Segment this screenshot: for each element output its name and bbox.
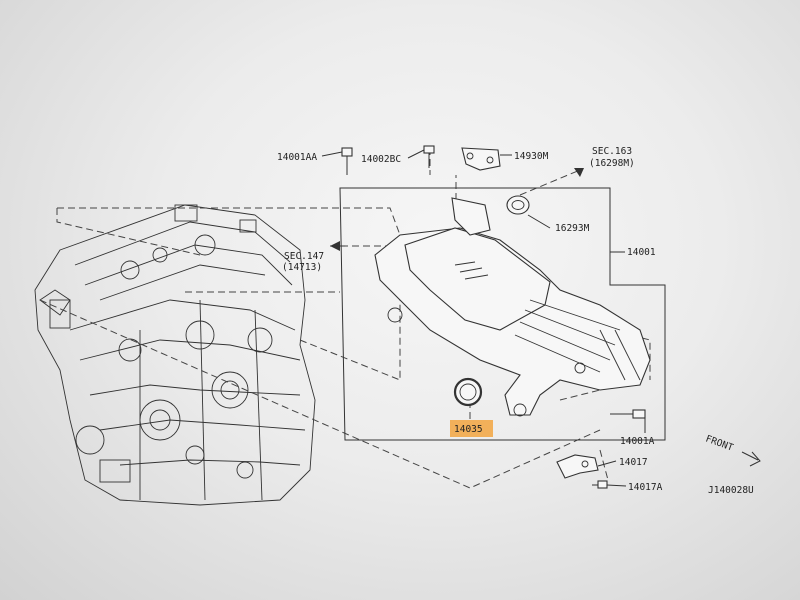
label-14035: 14035 bbox=[454, 424, 483, 435]
part-14035-gasket bbox=[453, 377, 483, 407]
front-arrow-icon bbox=[741, 451, 761, 467]
label-14017: 14017 bbox=[619, 457, 648, 468]
label-14017A: 14017A bbox=[628, 482, 663, 493]
label-14001: 14001 bbox=[627, 247, 656, 258]
part-14001A-bolt bbox=[610, 409, 646, 419]
label-14001AA: 14001AA bbox=[277, 152, 317, 163]
assembly-frame bbox=[339, 187, 666, 441]
label-diagram-id: J140028U bbox=[708, 485, 754, 496]
part-16293M-ring bbox=[506, 195, 530, 215]
engine-block bbox=[34, 204, 316, 506]
label-14930M: 14930M bbox=[514, 151, 549, 162]
part-14017-bracket bbox=[556, 454, 599, 479]
part-14930M-sensor bbox=[461, 147, 501, 171]
part-14017A-bolt bbox=[592, 480, 608, 489]
label-sec163: SEC.163 bbox=[592, 146, 632, 157]
label-front: FRONT bbox=[704, 433, 735, 453]
part-14002BC-bolt bbox=[423, 145, 435, 168]
label-sec163-ref: (16298M) bbox=[589, 158, 635, 169]
sec147-arrowhead bbox=[330, 241, 340, 251]
intake-manifold bbox=[374, 197, 651, 417]
label-14001A: 14001A bbox=[620, 436, 655, 447]
label-16293M: 16293M bbox=[555, 223, 590, 234]
label-14002BC: 14002BC bbox=[361, 154, 401, 165]
part-14035-highlight bbox=[450, 420, 493, 437]
label-sec147-ref: (14713) bbox=[282, 262, 322, 273]
sec163-arrowhead bbox=[574, 168, 584, 177]
part-14001AA-bolt bbox=[341, 147, 353, 175]
label-sec147: SEC.147 bbox=[284, 251, 324, 262]
